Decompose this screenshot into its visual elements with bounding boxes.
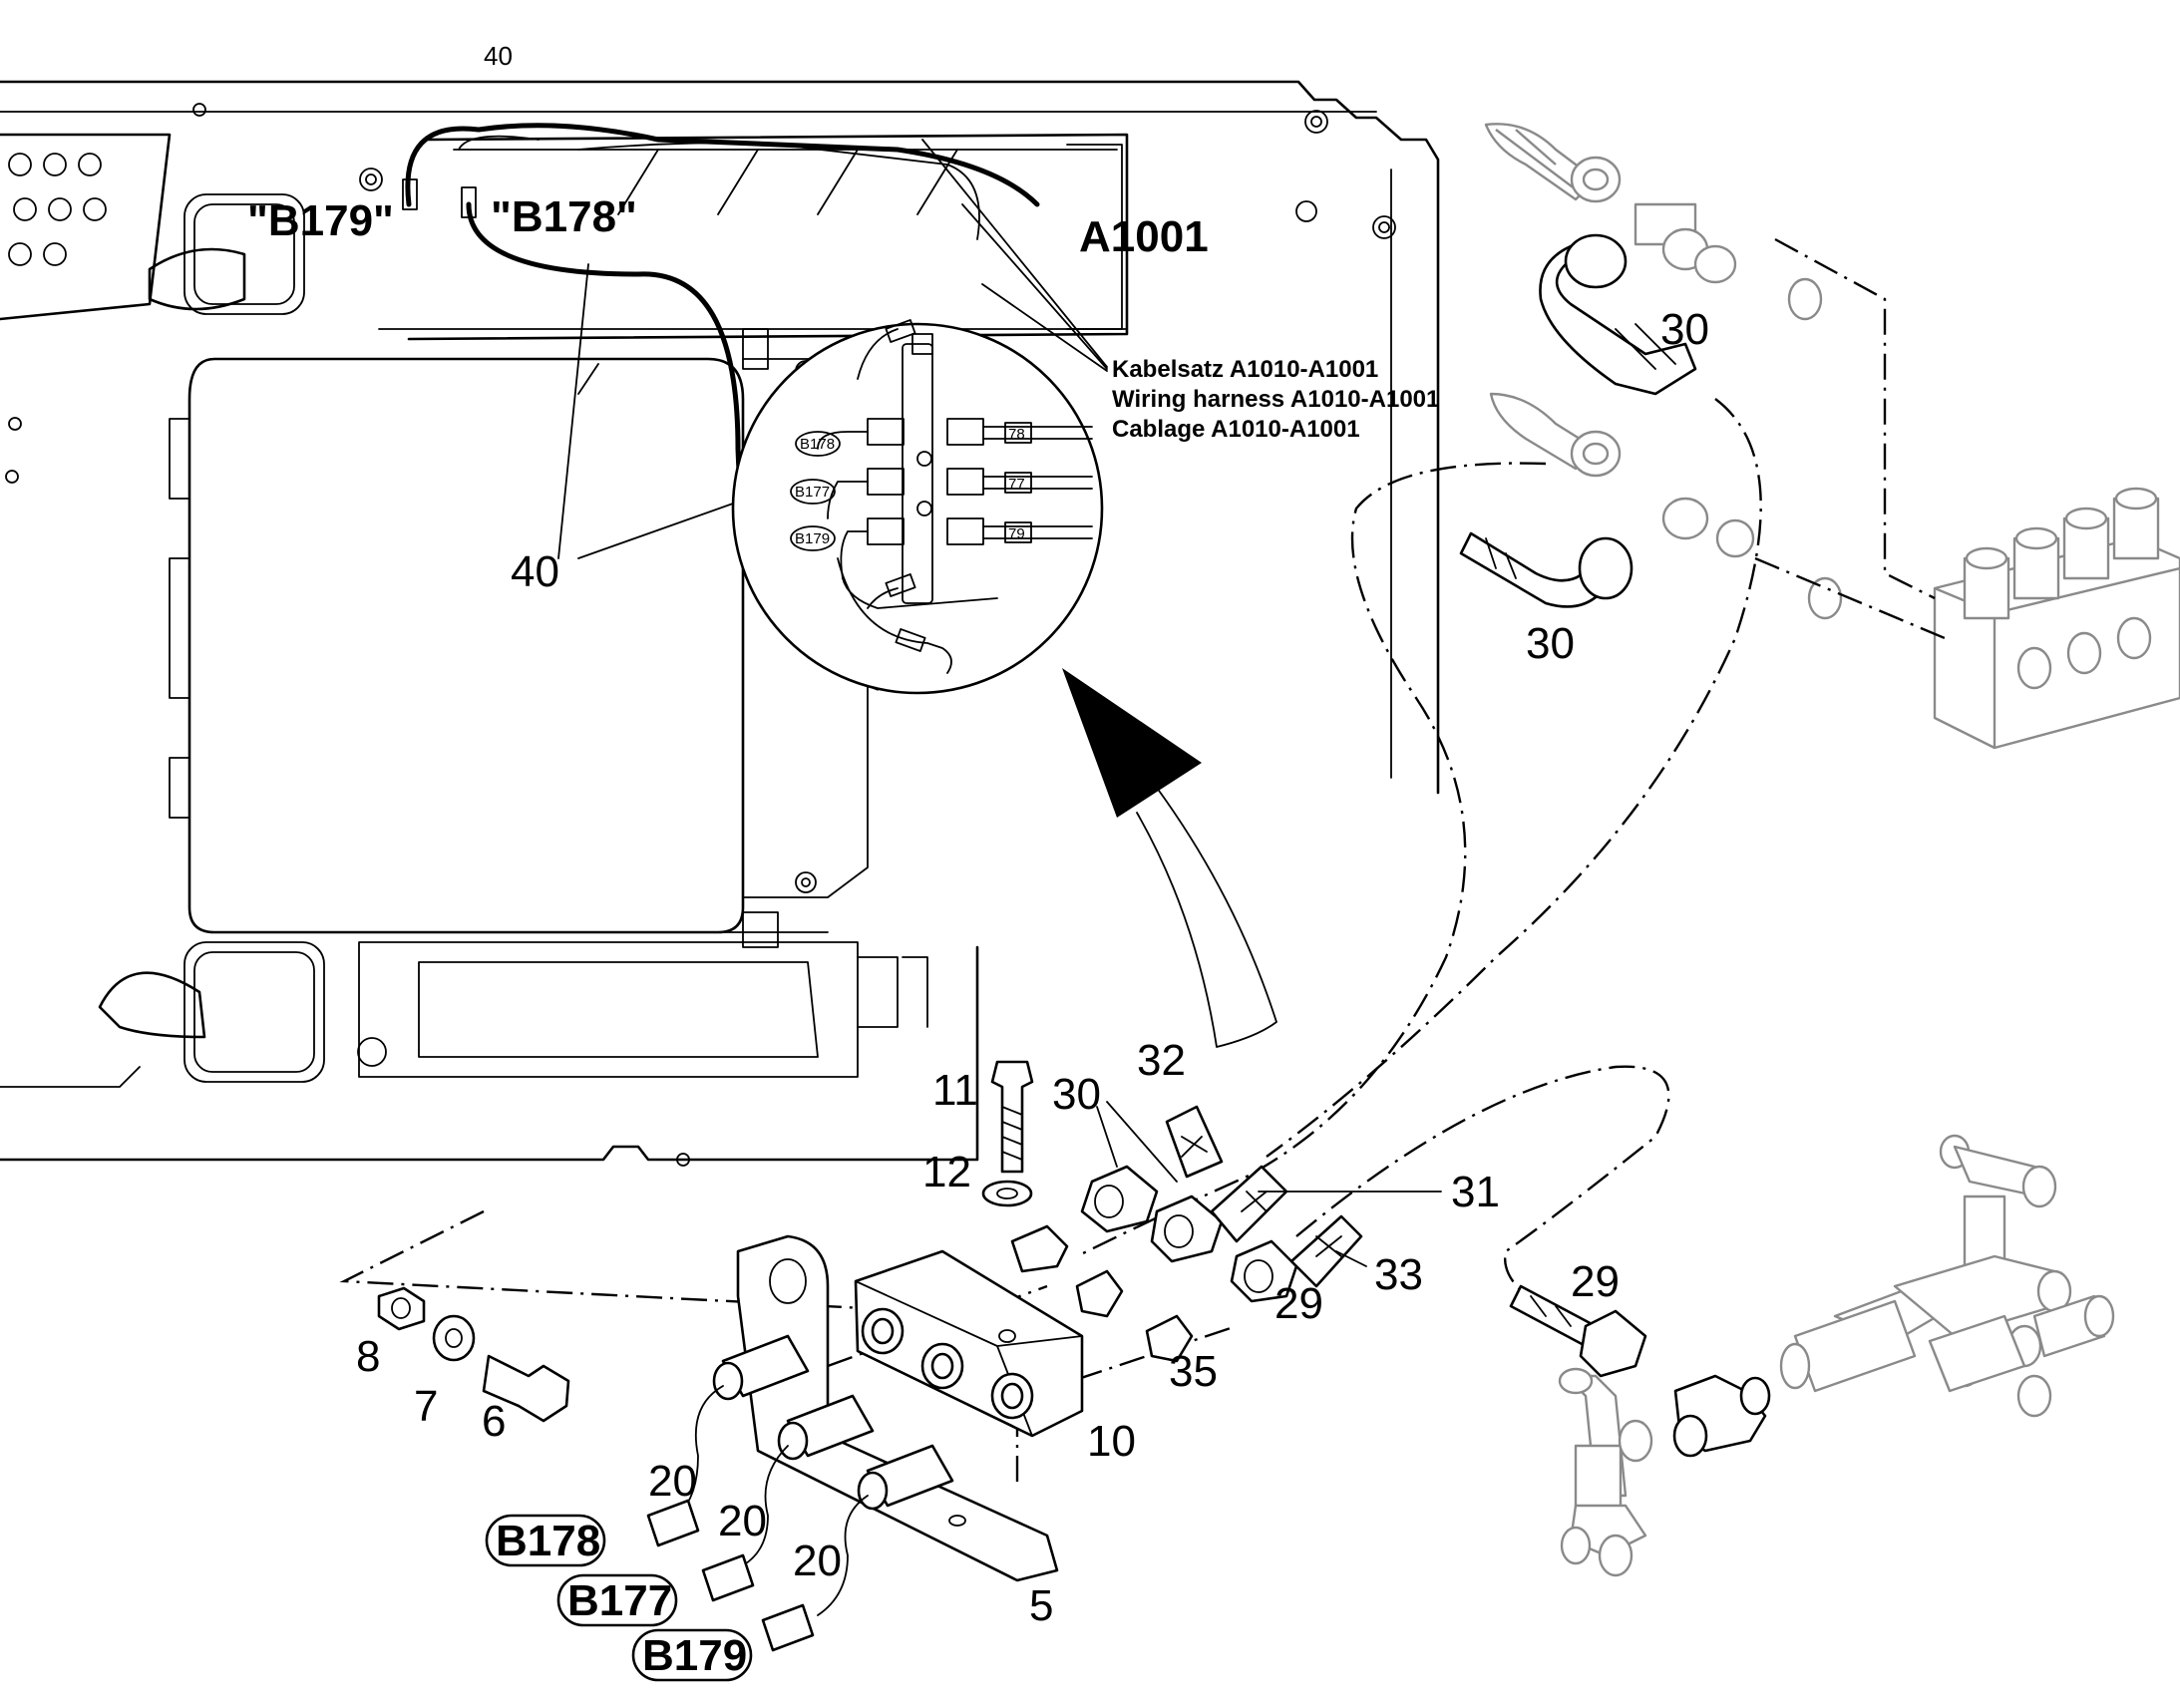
part-number-29-right: 29 — [1571, 1257, 1620, 1306]
part-number-29-center: 29 — [1274, 1279, 1323, 1328]
label-b179-quoted: "B179" — [247, 196, 394, 245]
part-number-30-middle: 30 — [1526, 619, 1575, 668]
part-number-20-a: 20 — [648, 1457, 697, 1506]
detail-label-b177: B177 — [795, 484, 830, 501]
pressure-sensor-b177 — [701, 1394, 875, 1602]
elbow-hose-30-upper — [1539, 233, 1697, 396]
detail-label-79: 79 — [1008, 525, 1025, 542]
detail-label-77: 77 — [1008, 476, 1025, 493]
part-number-31: 31 — [1451, 1168, 1500, 1216]
part-number-7: 7 — [414, 1382, 438, 1431]
part-number-12: 12 — [922, 1148, 971, 1196]
detail-label-78: 78 — [1008, 426, 1025, 443]
sensor-block-assembly — [377, 1060, 1363, 1652]
part-number-11: 11 — [932, 1066, 978, 1115]
harness-callout-line2: Wiring harness A1010-A1001 — [1112, 386, 1439, 413]
detail-label-b178: B178 — [800, 436, 835, 453]
label-a1001: A1001 — [1079, 212, 1209, 261]
machine-frame — [0, 80, 1440, 1167]
callout-leaders — [557, 139, 1108, 559]
svg-text:B177: B177 — [567, 1576, 672, 1625]
detail-view-arrow — [1062, 668, 1277, 1048]
pressure-sensor-b178 — [646, 1334, 810, 1547]
part-number-33: 33 — [1374, 1250, 1423, 1299]
part-leaders — [1096, 1101, 1442, 1267]
elbow-hose-30-middle — [1459, 531, 1634, 608]
part-number-30-upper: 30 — [1660, 305, 1709, 354]
sensor-tag-b178: B178 — [485, 1514, 606, 1567]
part-number-40: 40 — [511, 547, 559, 596]
label-b178-quoted: "B178" — [491, 192, 637, 241]
hydraulic-valve-assembly-upper — [1484, 123, 2180, 750]
part-number-20-b: 20 — [718, 1497, 767, 1545]
part-number-5: 5 — [1029, 1581, 1053, 1630]
top-page-label: 40 — [484, 41, 513, 71]
harness-callout-line1: Kabelsatz A1010-A1001 — [1112, 356, 1378, 383]
part-number-20-c: 20 — [793, 1537, 842, 1585]
part-number-8: 8 — [356, 1332, 380, 1381]
svg-text:B178: B178 — [496, 1517, 600, 1565]
part-number-6: 6 — [482, 1397, 506, 1446]
pressure-sensor-b179 — [761, 1444, 954, 1652]
detail-inset — [731, 319, 1104, 695]
part-number-30-lower: 30 — [1052, 1070, 1101, 1119]
sensor-tag-b179: B179 — [631, 1628, 753, 1682]
hydraulic-manifold-lower — [1509, 1134, 2115, 1577]
part-number-35: 35 — [1169, 1347, 1218, 1396]
part-number-32: 32 — [1137, 1036, 1186, 1085]
sensor-tag-b177: B177 — [556, 1573, 678, 1627]
harness-callout-line3: Cablage A1010-A1001 — [1112, 416, 1360, 443]
svg-text:B179: B179 — [642, 1631, 747, 1680]
part-number-10: 10 — [1087, 1417, 1136, 1466]
detail-label-b179: B179 — [795, 530, 830, 547]
